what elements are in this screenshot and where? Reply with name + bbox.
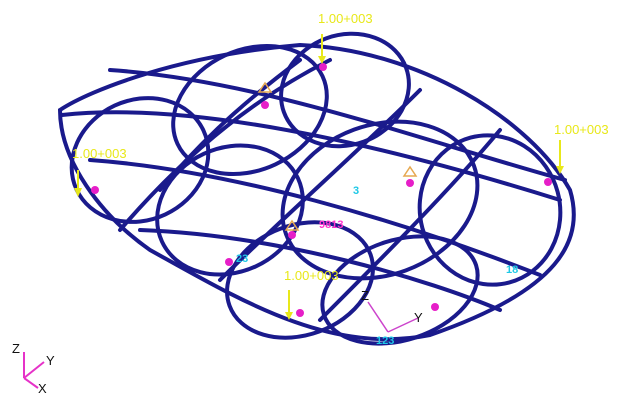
- load-label: 1.00+003: [284, 268, 339, 283]
- load-arrow-triangle-icon: [402, 165, 418, 177]
- wireframe-trans-line[interactable]: [218, 88, 422, 282]
- load-arrow-triangle-icon: [257, 81, 273, 93]
- wireframe-outer-ring[interactable]: [57, 42, 576, 342]
- load-label: 1.00+003: [318, 11, 373, 26]
- coordinate-triad: Z Y X: [12, 341, 55, 394]
- triad-y-axis: [23, 361, 45, 379]
- triad-x-label: X: [38, 381, 47, 394]
- node-marker[interactable]: [544, 178, 552, 186]
- load-arrow-head: [285, 312, 293, 320]
- node-label: 18: [506, 264, 518, 276]
- node-markers: [91, 63, 552, 317]
- local-axis-y-label: Y: [414, 310, 423, 325]
- local-axis: Z Y: [361, 288, 423, 333]
- node-marker[interactable]: [296, 309, 304, 317]
- triad-y-label: Y: [46, 353, 55, 368]
- wireframe-long-line[interactable]: [88, 158, 542, 277]
- element-label: 9813: [319, 219, 343, 231]
- wireframe-bubble[interactable]: [265, 16, 425, 164]
- wireframe-trans-line[interactable]: [318, 128, 502, 322]
- wireframe-bubble[interactable]: [152, 22, 348, 198]
- wireframe-bubble[interactable]: [403, 119, 577, 300]
- node-marker[interactable]: [319, 63, 327, 71]
- load-arrow-head: [74, 188, 82, 197]
- wireframe-long-line[interactable]: [60, 110, 562, 202]
- node-marker[interactable]: [261, 101, 269, 109]
- wireframe-trans-line[interactable]: [118, 58, 332, 232]
- node-marker[interactable]: [91, 186, 99, 194]
- wireframe-bubble[interactable]: [211, 203, 390, 358]
- load-label: 1.00+003: [72, 146, 127, 161]
- load-arrows: [74, 34, 564, 320]
- wireframe-bubble[interactable]: [260, 95, 499, 304]
- load-arrow-head: [556, 166, 564, 174]
- local-axis-y-line: [387, 317, 419, 333]
- local-axis-z-line: [367, 301, 389, 333]
- wireframe-long-line[interactable]: [108, 68, 567, 182]
- triad-z-label: Z: [12, 341, 20, 356]
- node-marker[interactable]: [225, 258, 233, 266]
- node-label: 3: [353, 185, 359, 197]
- node-marker[interactable]: [431, 303, 439, 311]
- load-arrow-triangle-icon: [284, 219, 300, 231]
- wireframe-bubble[interactable]: [308, 218, 491, 363]
- node-marker[interactable]: [406, 179, 414, 187]
- triad-x-axis: [23, 377, 39, 389]
- node-label: 23: [236, 253, 248, 265]
- node-label: 123: [376, 335, 394, 347]
- load-label: 1.00+003: [554, 122, 609, 137]
- node-marker[interactable]: [288, 231, 296, 239]
- local-axis-z-label: Z: [361, 288, 369, 303]
- wireframe-bubble[interactable]: [136, 122, 324, 298]
- load-arrow-head: [318, 56, 326, 64]
